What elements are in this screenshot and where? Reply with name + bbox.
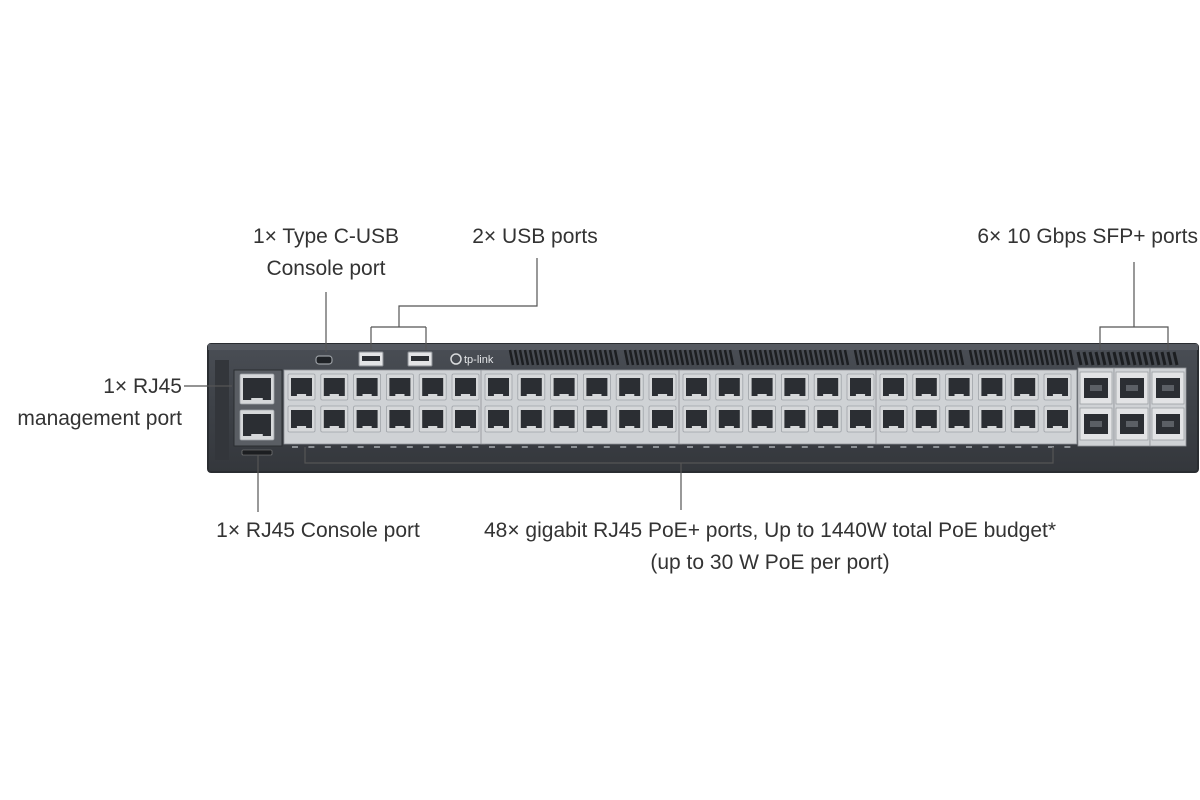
callout-type-c-console: 1× Type C-USB Console port	[236, 221, 416, 285]
rj45-port-11	[451, 373, 480, 401]
sfp-port-grid	[1077, 367, 1187, 447]
rj45-port-9	[418, 373, 447, 401]
rj45-port-45	[1010, 373, 1039, 401]
rj45-port-33	[813, 373, 842, 401]
callout-usb-ports: 2× USB ports	[472, 225, 598, 248]
rj45-port-23	[648, 373, 677, 401]
callout-line-sfp	[1099, 262, 1169, 350]
callout-mgmt-line1: 1× RJ45	[103, 375, 182, 398]
rj45-port-4	[320, 405, 349, 433]
rj45-port-2	[287, 405, 316, 433]
sfp-port-3	[1115, 371, 1149, 405]
rj45-port-12	[451, 405, 480, 433]
rj45-port-25	[682, 373, 711, 401]
console-rj45-port	[239, 409, 275, 441]
rj45-port-10	[418, 405, 447, 433]
rj45-port-48	[1043, 405, 1072, 433]
sfp-port-4	[1115, 407, 1149, 441]
sfp-port-2	[1079, 407, 1113, 441]
rj45-port-17	[550, 373, 578, 401]
rj45-port-1	[287, 373, 316, 401]
rj45-port-39	[912, 373, 941, 401]
status-leds	[215, 360, 229, 460]
brand-text: tp-link	[464, 354, 494, 366]
usb-port-1	[358, 351, 384, 367]
callout-poe-line1: 48× gigabit RJ45 PoE+ ports, Up to 1440W…	[483, 519, 1057, 542]
port-block-4	[875, 369, 1078, 445]
callout-poe-line2: (up to 30 W PoE per port)	[650, 551, 890, 574]
sfp-port-1	[1079, 371, 1113, 405]
rj45-port-26	[682, 405, 711, 433]
rj45-port-13	[484, 373, 513, 401]
sfp-port-5	[1151, 371, 1185, 405]
sfp-port-6	[1151, 407, 1185, 441]
vent-grille	[508, 349, 1179, 366]
rj45-port-37	[879, 373, 908, 401]
rj45-port-16	[517, 405, 546, 433]
rj45-port-15	[517, 373, 546, 401]
callout-line-usb	[370, 258, 538, 350]
rj45-port-30	[748, 405, 776, 433]
rj45-port-28	[715, 405, 744, 433]
rj45-port-21	[615, 373, 644, 401]
rj45-port-38	[879, 405, 908, 433]
rj45-port-31	[781, 373, 809, 401]
rj45-port-19	[583, 373, 611, 401]
rj45-port-34	[813, 405, 842, 433]
rj45-port-20	[583, 405, 611, 433]
rj45-poe-port-grid	[283, 369, 1078, 448]
rj45-port-43	[978, 373, 1006, 401]
rj45-port-47	[1043, 373, 1072, 401]
port-block-3	[678, 369, 881, 445]
callout-poe-ports: 48× gigabit RJ45 PoE+ ports, Up to 1440W…	[440, 515, 1100, 579]
type-c-console-port	[315, 355, 333, 365]
rj45-port-5	[353, 373, 382, 401]
callout-lines	[184, 258, 1169, 512]
rj45-port-46	[1010, 405, 1039, 433]
rj45-port-18	[550, 405, 578, 433]
rj45-port-40	[912, 405, 941, 433]
callout-management-port: 1× RJ45 management port	[0, 371, 182, 435]
rj45-port-7	[385, 373, 414, 401]
brand-logo: tp-link	[450, 353, 494, 366]
management-rj45-port	[239, 373, 275, 405]
rj45-port-29	[748, 373, 776, 401]
callout-line-poe	[304, 447, 1054, 510]
rj45-port-14	[484, 405, 513, 433]
rj45-port-24	[648, 405, 677, 433]
callout-rj45-console: 1× RJ45 Console port	[216, 519, 420, 542]
port-block-2	[480, 369, 683, 445]
rj45-port-22	[615, 405, 644, 433]
management-port-group	[233, 369, 283, 456]
usb-port-2	[407, 351, 433, 367]
callout-type-c-line1: 1× Type C-USB	[252, 225, 400, 248]
callout-mgmt-line2: management port	[17, 407, 182, 430]
chassis-top-rail	[208, 344, 1198, 350]
rj45-port-3	[320, 373, 349, 401]
port-block-1	[283, 369, 486, 445]
rj45-port-6	[353, 405, 382, 433]
callout-type-c-line2: Console port	[266, 257, 386, 280]
rj45-port-44	[978, 405, 1006, 433]
rj45-port-36	[846, 405, 875, 433]
rj45-port-8	[385, 405, 414, 433]
rj45-port-32	[781, 405, 809, 433]
callout-sfp-ports: 6× 10 Gbps SFP+ ports	[977, 225, 1198, 248]
rj45-port-35	[846, 373, 875, 401]
rj45-port-27	[715, 373, 744, 401]
rj45-port-41	[945, 373, 973, 401]
rj45-port-42	[945, 405, 973, 433]
